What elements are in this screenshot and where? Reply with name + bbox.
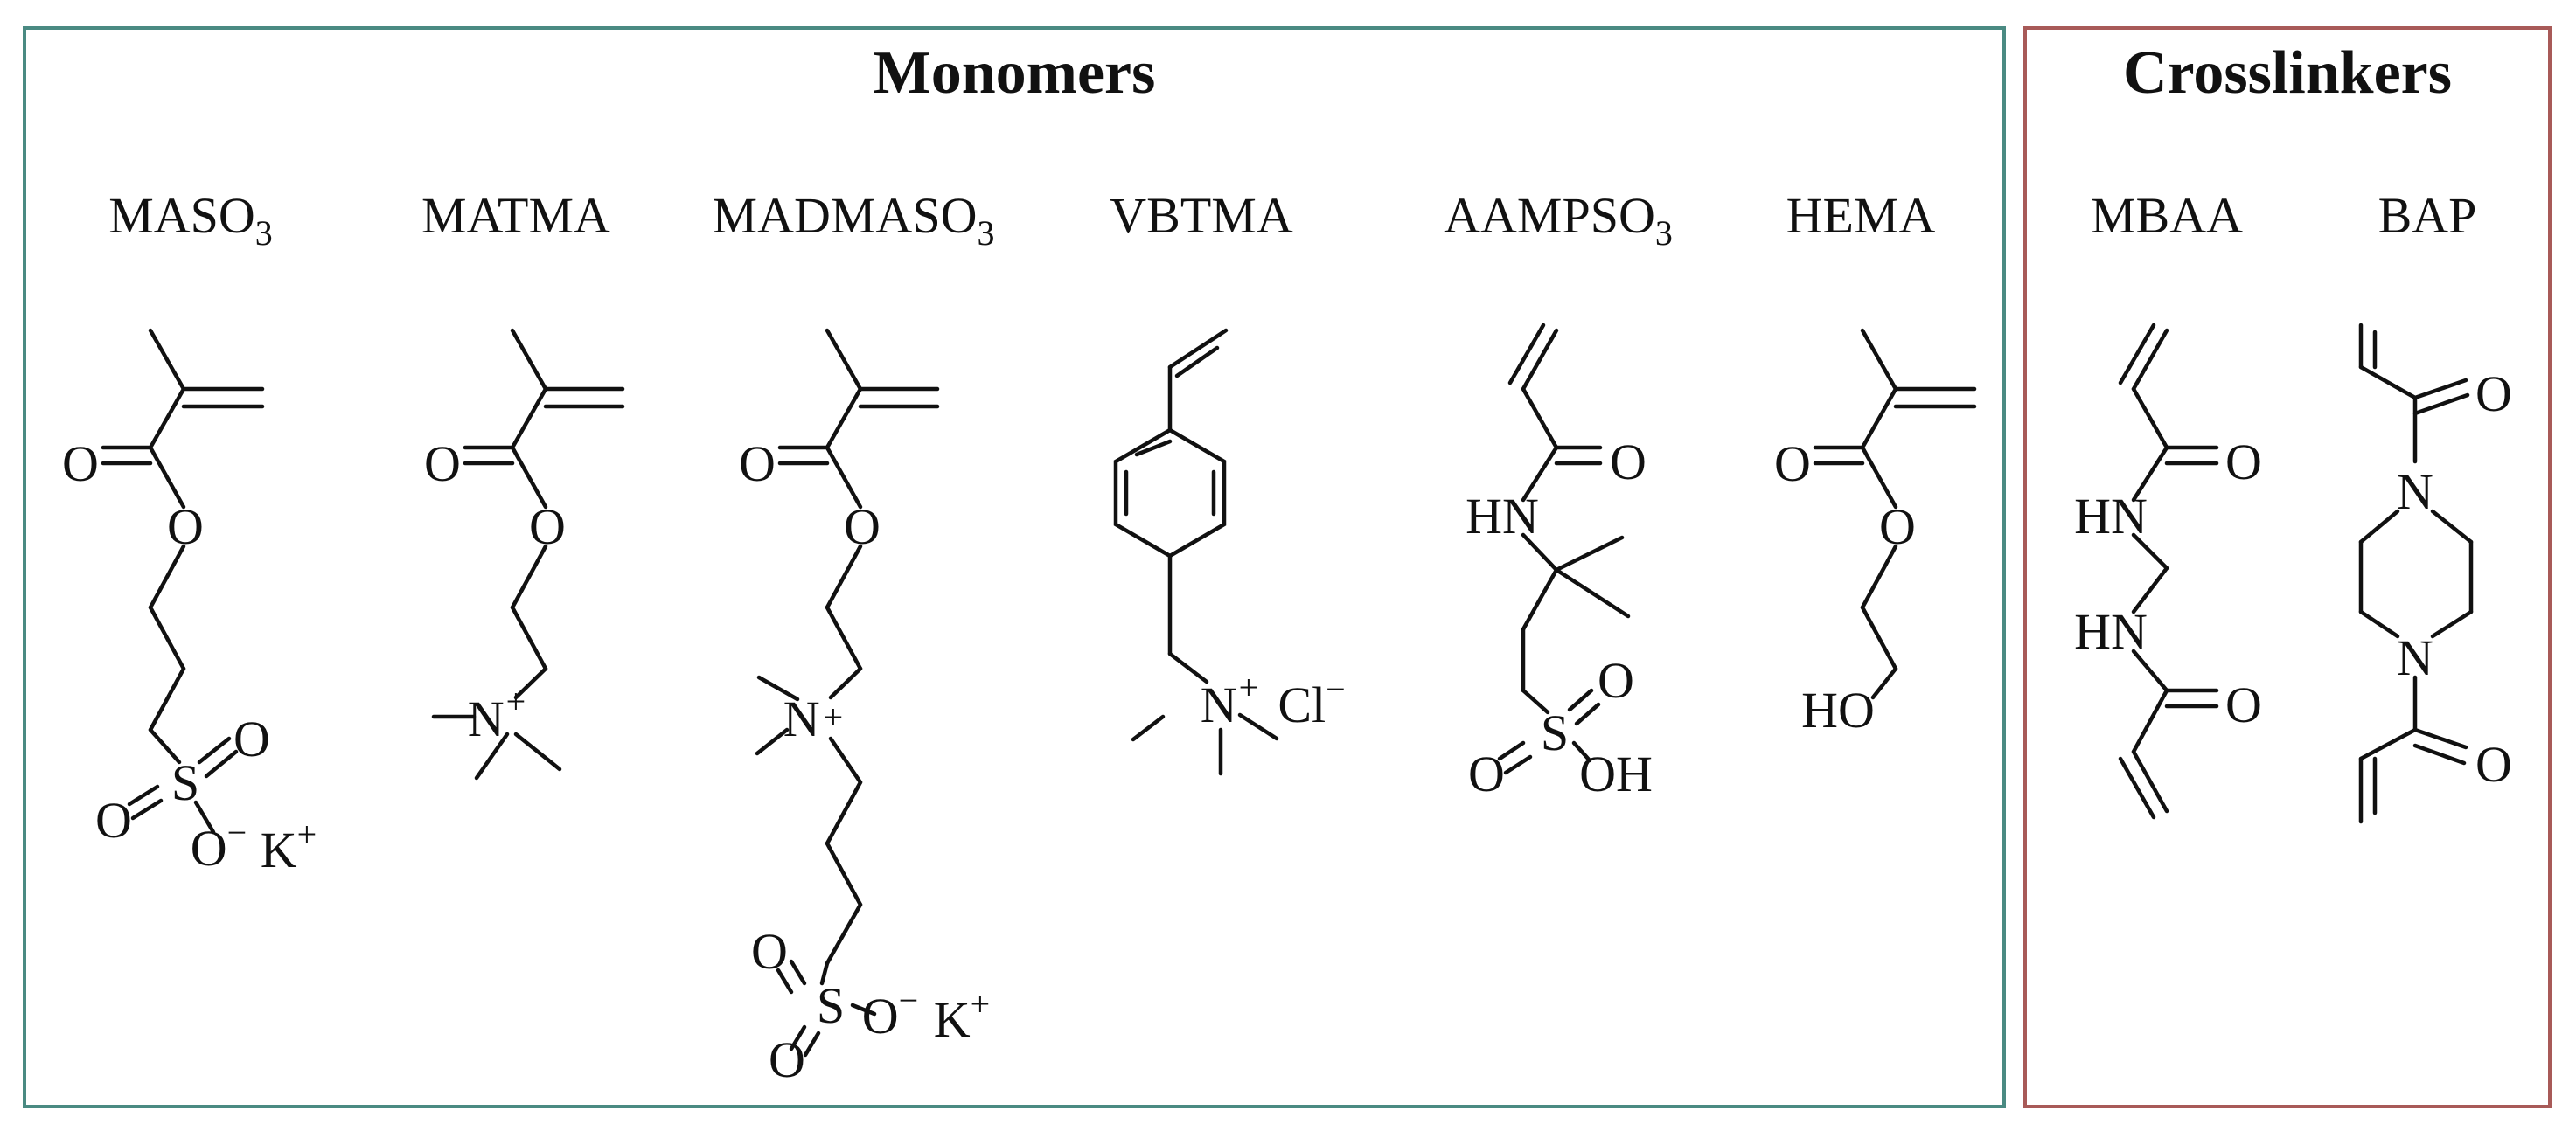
carbonyl-oxygen: O <box>1774 435 1811 492</box>
bonds <box>2118 323 2219 820</box>
structure-vbtma: N+ Cl− <box>1113 328 1346 776</box>
oxygen-atom: O <box>167 498 204 555</box>
oxygen-atom: O <box>1468 746 1505 802</box>
bonds <box>1497 323 1631 775</box>
carbonyl-oxygen: O <box>2475 365 2512 422</box>
sulfur-atom: S <box>817 977 845 1034</box>
oxide-anion: O− <box>862 981 918 1044</box>
oxygen-atom: O <box>1598 652 1634 709</box>
structure-madmaso3: O O N+ S O O O− K+ <box>739 328 990 1088</box>
ammonium-nitrogen: N+ <box>1201 668 1258 733</box>
structure-hema: O O HO <box>1774 328 1977 739</box>
sulfur-atom: S <box>1541 704 1569 761</box>
potassium-cation: K+ <box>261 815 317 878</box>
compound-label-hema: HEMA <box>1786 187 1936 244</box>
hydroxyl-group: HO <box>1801 682 1875 739</box>
potassium-cation: K+ <box>934 984 990 1048</box>
structure-mbaa: O HN HN O <box>2074 323 2262 820</box>
chloride-anion: Cl− <box>1278 670 1345 733</box>
structure-matma: O O N+ <box>424 328 625 781</box>
compound-label-vbtma: VBTMA <box>1110 187 1293 244</box>
bonds <box>1113 328 1279 776</box>
bonds <box>431 328 625 781</box>
crosslinkers-title: Crosslinkers <box>2123 39 2452 107</box>
sulfur-atom: S <box>171 754 199 811</box>
structure-maso3: O O S O O O− K+ <box>62 328 317 878</box>
hydroxyl-group: OH <box>1579 746 1653 802</box>
carbonyl-oxygen: O <box>2225 434 2262 490</box>
piperazine-nitrogen: N <box>2397 463 2433 520</box>
oxygen-atom: O <box>233 711 270 767</box>
monomers-panel-frame <box>23 26 2006 1108</box>
oxygen-atom: O <box>751 923 788 980</box>
amide-nh: HN <box>1466 488 1539 545</box>
carbonyl-oxygen: O <box>2475 736 2512 793</box>
oxygen-atom: O <box>424 435 461 492</box>
bonds <box>1813 328 1977 700</box>
carbonyl-oxygen: O <box>2225 677 2262 733</box>
oxygen-atom: O <box>529 498 566 555</box>
oxide-anion: O− <box>191 813 247 877</box>
oxygen-atom: O <box>62 435 99 492</box>
compound-label-aampso3: AAMPSO3 <box>1444 187 1673 253</box>
compound-label-madmaso3: MADMASO3 <box>713 187 995 253</box>
amide-nh: HN <box>2074 603 2148 660</box>
bonds <box>755 328 940 1058</box>
structure-aampso3: O HN S O O OH <box>1466 323 1653 802</box>
compound-label-mbaa: MBAA <box>2091 187 2243 244</box>
compound-label-bap: BAP <box>2378 187 2477 244</box>
oxygen-atom: O <box>769 1031 805 1088</box>
crosslinkers-panel-frame <box>2023 26 2552 1108</box>
oxygen-atom: O <box>739 435 776 492</box>
bonds <box>101 328 265 835</box>
compound-label-matma: MATMA <box>421 187 610 244</box>
ammonium-nitrogen: N+ <box>468 682 526 747</box>
ammonium-nitrogen: N+ <box>783 690 843 747</box>
oxygen-atom: O <box>95 792 132 849</box>
amide-nh: HN <box>2074 488 2148 545</box>
bonds <box>2358 323 2474 824</box>
piperazine-nitrogen: N <box>2397 629 2433 686</box>
monomers-title: Monomers <box>874 39 1156 107</box>
compound-label-maso3: MASO3 <box>108 187 273 253</box>
oxygen-atom: O <box>844 498 881 555</box>
structure-bap: O N N O <box>2358 323 2512 824</box>
ester-oxygen: O <box>1879 498 1916 555</box>
carbonyl-oxygen: O <box>1610 434 1647 490</box>
